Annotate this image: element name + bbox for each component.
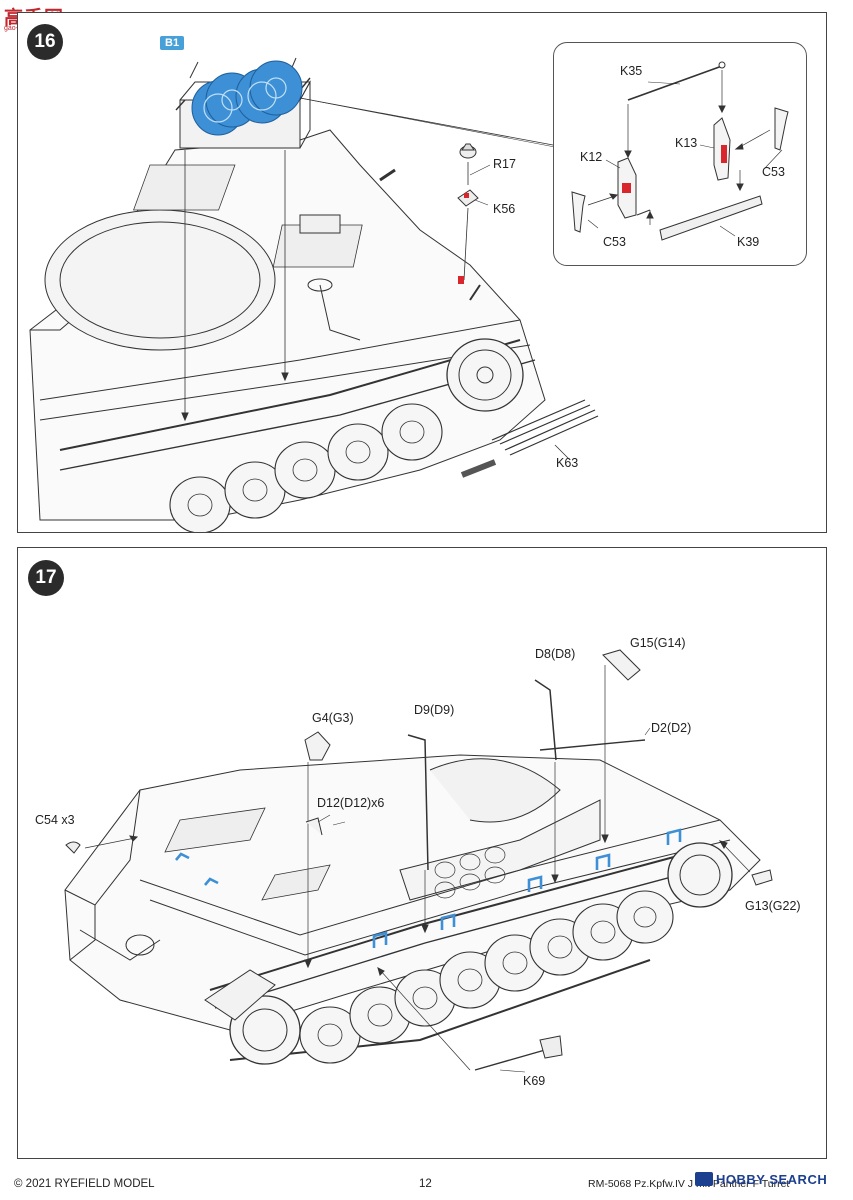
part-label-k69: K69 <box>523 1074 546 1088</box>
part-label-k63: K63 <box>556 456 579 470</box>
part-b1-tag: B1 <box>160 36 185 50</box>
part-label-r17: R17 <box>493 157 516 171</box>
part-label-c54: C54 x3 <box>35 813 75 827</box>
part-label-d8: D8(D8) <box>535 647 576 661</box>
part-label-g15: G15(G14) <box>630 636 686 650</box>
step-17-number: 17 <box>28 560 64 596</box>
part-label-c53-right: C53 <box>762 165 785 179</box>
step-16-number: 16 <box>27 24 63 60</box>
hobby-search-text: HOBBY SEARCH <box>716 1171 828 1187</box>
part-label-k13: K13 <box>675 136 698 150</box>
part-label-g4: G4(G3) <box>312 711 354 725</box>
part-label-k39: K39 <box>737 235 760 249</box>
part-label-d9: D9(D9) <box>414 703 455 717</box>
hobby-search-watermark: HOBBY SEARCH <box>695 1168 845 1190</box>
part-label-k35: K35 <box>620 64 643 78</box>
part-label-d2: D2(D2) <box>651 721 692 735</box>
hobby-search-logo-icon <box>695 1172 713 1186</box>
part-label-k56: K56 <box>493 202 516 216</box>
part-label-k12: K12 <box>580 150 603 164</box>
product-code: RM-5068 Pz.Kpfw.IV J mit Panther F Turre… <box>588 1178 790 1190</box>
part-label-d12: D12(D12)x6 <box>317 796 385 810</box>
part-label-c53-left: C53 <box>603 235 626 249</box>
copyright-text: © 2021 RYEFIELD MODEL <box>14 1178 155 1190</box>
part-label-g13: G13(G22) <box>745 899 801 913</box>
page-number: 12 <box>419 1178 432 1190</box>
